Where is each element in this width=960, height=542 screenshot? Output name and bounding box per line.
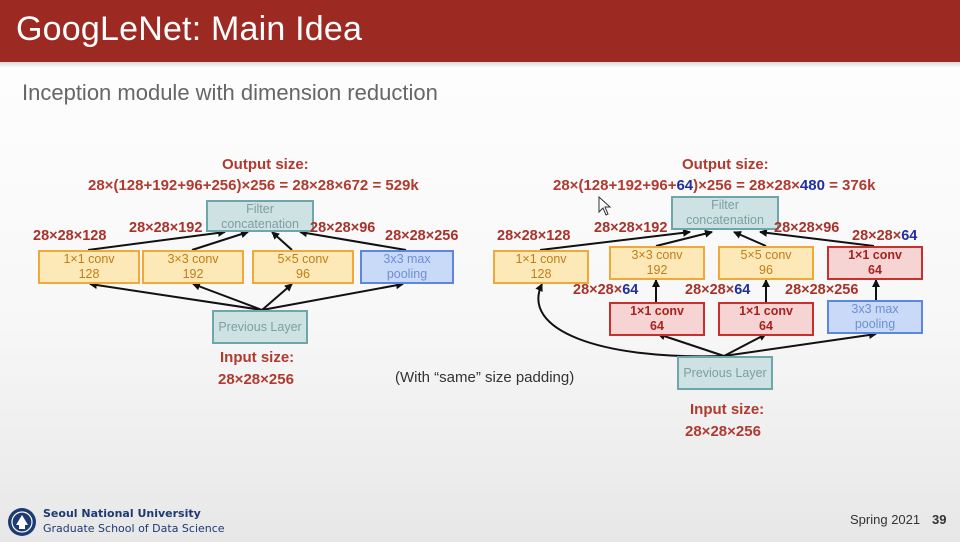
left-arrow-prev-to-pool	[261, 281, 404, 311]
right-conv-5x5-box: 5×5 conv 96	[718, 246, 814, 280]
padding-note: (With “same” size padding)	[395, 369, 575, 386]
slide-title: GoogLeNet: Main Idea	[16, 10, 363, 48]
box-line1: 3x3 max	[851, 302, 899, 316]
right-arrow-1x1-to-concat	[539, 228, 691, 251]
box-line2: 96	[759, 263, 773, 277]
left-input-value: 28×28×256	[218, 371, 294, 388]
dim-highlight: 64	[901, 228, 918, 244]
slide-subtitle: Inception module with dimension reductio…	[22, 80, 438, 105]
concat-label: concatenation	[686, 213, 764, 227]
dim-highlight: 64	[734, 282, 751, 298]
right-previous-layer-box: Previous Layer	[677, 356, 773, 390]
right-dim-reduce-5x5: 28×28×64	[685, 282, 750, 298]
dim-prefix: 28×28×	[685, 282, 735, 298]
right-maxpool-box: 3x3 max pooling	[827, 300, 923, 334]
right-dim-reduce-3x3: 28×28×64	[573, 282, 638, 298]
box-line2: 128	[530, 267, 552, 281]
right-output-formula: 28×(128+192+96+64)×256 = 28×28×480 = 376…	[553, 177, 875, 194]
title-divider	[0, 62, 960, 68]
left-filter-concat-box: Filter concatenation	[206, 200, 314, 232]
left-dim-pool: 28×28×256	[385, 228, 459, 244]
box-line1: 1×1 conv	[739, 304, 793, 318]
box-line1: 3×3 conv	[631, 248, 683, 262]
box-line1: 1×1 conv	[63, 252, 115, 266]
left-arrow-3x3-to-concat	[191, 230, 249, 251]
right-filter-concat-box: Filter concatenation	[671, 196, 779, 230]
box-line2: pooling	[854, 317, 896, 331]
right-input-label: Input size:	[690, 401, 765, 418]
university-logo-icon	[8, 508, 36, 536]
right-reduce-1x1-a-box: 1×1 conv 64	[609, 302, 705, 336]
right-arrow-prev-to-1x1-a	[657, 332, 725, 357]
right-dim-1x1: 28×28×128	[497, 228, 571, 244]
left-maxpool-box: 3x3 max pooling	[360, 250, 454, 284]
left-conv-1x1-box: 1×1 conv 128	[38, 250, 140, 284]
page-number: 39	[932, 512, 947, 527]
left-output-formula: 28×(128+192+96+256)×256 = 28×28×672 = 52…	[88, 177, 419, 194]
right-dim-3x3: 28×28×192	[594, 220, 668, 236]
formula-highlight: 64	[676, 177, 694, 194]
box-line1: 3x3 max	[383, 252, 431, 266]
box-line2: 128	[78, 267, 100, 281]
left-input-label: Input size:	[220, 349, 295, 366]
formula-part: 28×(128+192+96+	[553, 177, 677, 194]
mouse-cursor-icon	[598, 196, 612, 216]
right-dim-pool-1x1: 28×28×64	[852, 228, 917, 244]
right-arrow-3x3-to-concat	[655, 229, 713, 247]
right-dim-5x5: 28×28×96	[774, 220, 840, 236]
formula-part: = 376k	[824, 177, 876, 194]
right-conv-1x1-box: 1×1 conv 128	[493, 250, 589, 284]
right-conv-1x1-pool-proj-box: 1×1 conv 64	[827, 246, 923, 280]
right-arrow-prev-to-1x1-b	[723, 333, 767, 357]
dim-highlight: 64	[622, 282, 639, 298]
left-dim-1x1: 28×28×128	[33, 228, 107, 244]
box-line2: 192	[646, 263, 668, 277]
box-line1: 5×5 conv	[277, 252, 329, 266]
left-arrow-prev-to-5x5	[261, 283, 293, 311]
right-reduce-1x1-b-box: 1×1 conv 64	[718, 302, 814, 336]
right-input-value: 28×28×256	[685, 423, 761, 440]
left-conv-5x5-box: 5×5 conv 96	[252, 250, 354, 284]
box-line2: pooling	[386, 267, 428, 281]
left-previous-layer-box: Previous Layer	[212, 310, 308, 344]
box-line2: 192	[182, 267, 204, 281]
box-line2: 64	[759, 319, 773, 333]
filter-label: Filter	[246, 202, 274, 216]
right-arrow-1x1pool-to-concat	[759, 228, 875, 247]
box-line1: 1×1 conv	[848, 248, 902, 262]
right-dim-pool: 28×28×256	[785, 282, 859, 298]
left-dim-3x3: 28×28×192	[129, 220, 203, 236]
box-line1: 1×1 conv	[630, 304, 684, 318]
box-line1: 1×1 conv	[515, 252, 567, 266]
box-line2: 64	[650, 319, 664, 333]
right-arrow-prev-to-pool	[723, 331, 877, 357]
title-bar: GoogLeNet: Main Idea	[0, 0, 960, 62]
box-line2: 64	[868, 263, 882, 277]
box-line2: 96	[296, 267, 310, 281]
left-output-label: Output size:	[222, 156, 309, 173]
dim-prefix: 28×28×	[852, 228, 902, 244]
box-line1: 5×5 conv	[740, 248, 792, 262]
right-conv-3x3-box: 3×3 conv 192	[609, 246, 705, 280]
dim-prefix: 28×28×	[573, 282, 623, 298]
footer-school: Graduate School of Data Science	[43, 522, 225, 535]
right-output-label: Output size:	[682, 156, 769, 173]
box-line1: 3×3 conv	[167, 252, 219, 266]
footer-term: Spring 2021	[850, 512, 921, 527]
right-arrow-prev-to-1x1	[535, 283, 725, 358]
right-arrow-5x5-to-concat	[733, 231, 767, 247]
left-conv-3x3-box: 3×3 conv 192	[142, 250, 244, 284]
left-arrow-1x1-to-concat	[87, 228, 226, 251]
formula-part: )×256 = 28×28×	[693, 177, 800, 194]
concat-label: concatenation	[221, 217, 299, 231]
formula-highlight: 480	[799, 177, 825, 194]
left-arrow-5x5-to-concat	[271, 231, 293, 251]
left-arrow-pool-to-concat	[299, 229, 407, 251]
left-dim-5x5: 28×28×96	[310, 220, 376, 236]
footer-university: Seoul National University	[43, 507, 201, 520]
left-arrow-prev-to-3x3	[192, 282, 263, 311]
filter-label: Filter	[711, 198, 739, 212]
left-arrow-prev-to-1x1	[89, 281, 263, 311]
